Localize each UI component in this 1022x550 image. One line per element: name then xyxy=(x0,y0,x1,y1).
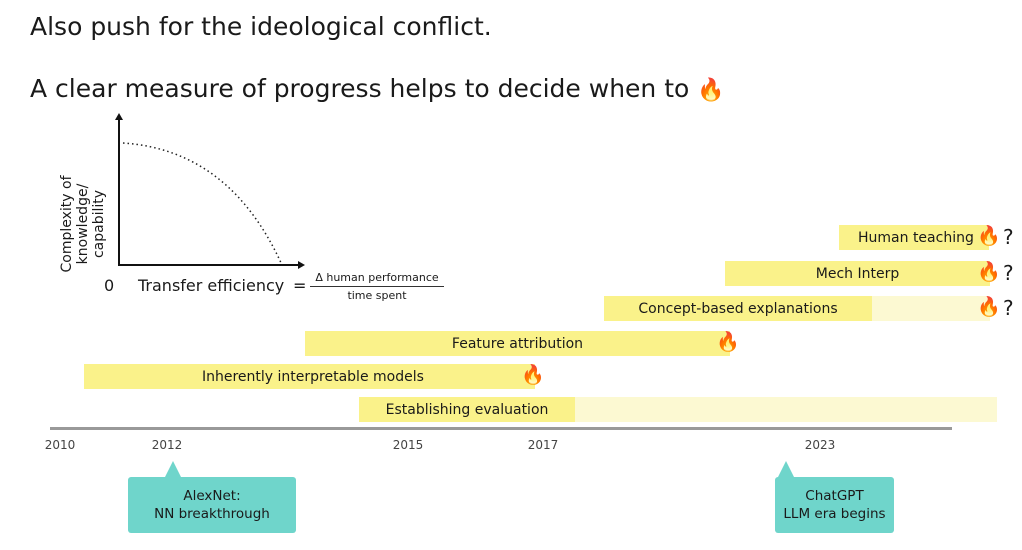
frontier-curve xyxy=(122,142,283,266)
timeline-axis xyxy=(50,427,952,430)
year-label: 2017 xyxy=(527,438,559,452)
x-axis-label: Transfer efficiency xyxy=(138,276,285,295)
callout-line: ChatGPT xyxy=(805,488,864,504)
bar-evaluation-extension xyxy=(575,397,997,422)
bar-human-teaching: Human teaching xyxy=(839,225,989,250)
bar-feature-attribution: Feature attribution xyxy=(305,331,730,356)
bar-establishing-evaluation: Establishing evaluation xyxy=(359,397,575,422)
year-label: 2015 xyxy=(392,438,424,452)
year-label: 2010 xyxy=(44,438,76,452)
origin-label: 0 xyxy=(104,276,115,295)
y-axis-arrow xyxy=(115,113,123,120)
callout-chatgpt: ChatGPT LLM era begins xyxy=(775,477,894,533)
callout-pointer xyxy=(778,461,794,477)
question-mark: ? xyxy=(1003,261,1014,285)
title-2-text: A clear measure of progress helps to dec… xyxy=(30,74,690,103)
bar-concept-based: Concept-based explanations xyxy=(604,296,872,321)
question-mark: ? xyxy=(1003,296,1014,320)
fire-icon: 🔥 xyxy=(977,261,1001,283)
bar-inherently-interpretable: Inherently interpretable models xyxy=(84,364,535,389)
bar-mech-interp: Mech Interp xyxy=(725,261,990,286)
year-label: 2023 xyxy=(804,438,836,452)
equals-sign: = xyxy=(293,276,307,295)
slide-title-2: A clear measure of progress helps to dec… xyxy=(30,74,725,103)
fraction: Δ human performance time spent xyxy=(310,271,444,302)
fire-icon: 🔥 xyxy=(977,225,1001,247)
fire-icon: 🔥 xyxy=(521,364,545,386)
fire-icon: 🔥 xyxy=(977,296,1001,318)
transfer-efficiency-graph xyxy=(115,113,305,269)
fire-icon: 🔥 xyxy=(697,78,725,103)
callout-alexnet: AlexNet: NN breakthrough xyxy=(128,477,296,533)
x-axis-arrow xyxy=(298,261,305,269)
bar-concept-extension xyxy=(872,296,990,321)
callout-line: NN breakthrough xyxy=(154,506,270,522)
y-label-line: Complexity of xyxy=(59,175,75,273)
y-axis-label: Complexity of knowledge/ capability xyxy=(46,170,107,273)
numerator: Δ human performance xyxy=(310,271,444,287)
y-label-line: knowledge/ xyxy=(75,183,91,265)
fire-icon: 🔥 xyxy=(716,331,740,353)
denominator: time spent xyxy=(347,289,407,302)
callout-line: LLM era begins xyxy=(783,506,886,522)
callout-pointer xyxy=(165,461,181,477)
slide-title-1: Also push for the ideological conflict. xyxy=(30,12,492,41)
year-label: 2012 xyxy=(151,438,183,452)
callout-line: AlexNet: xyxy=(183,488,241,504)
question-mark: ? xyxy=(1003,225,1014,249)
